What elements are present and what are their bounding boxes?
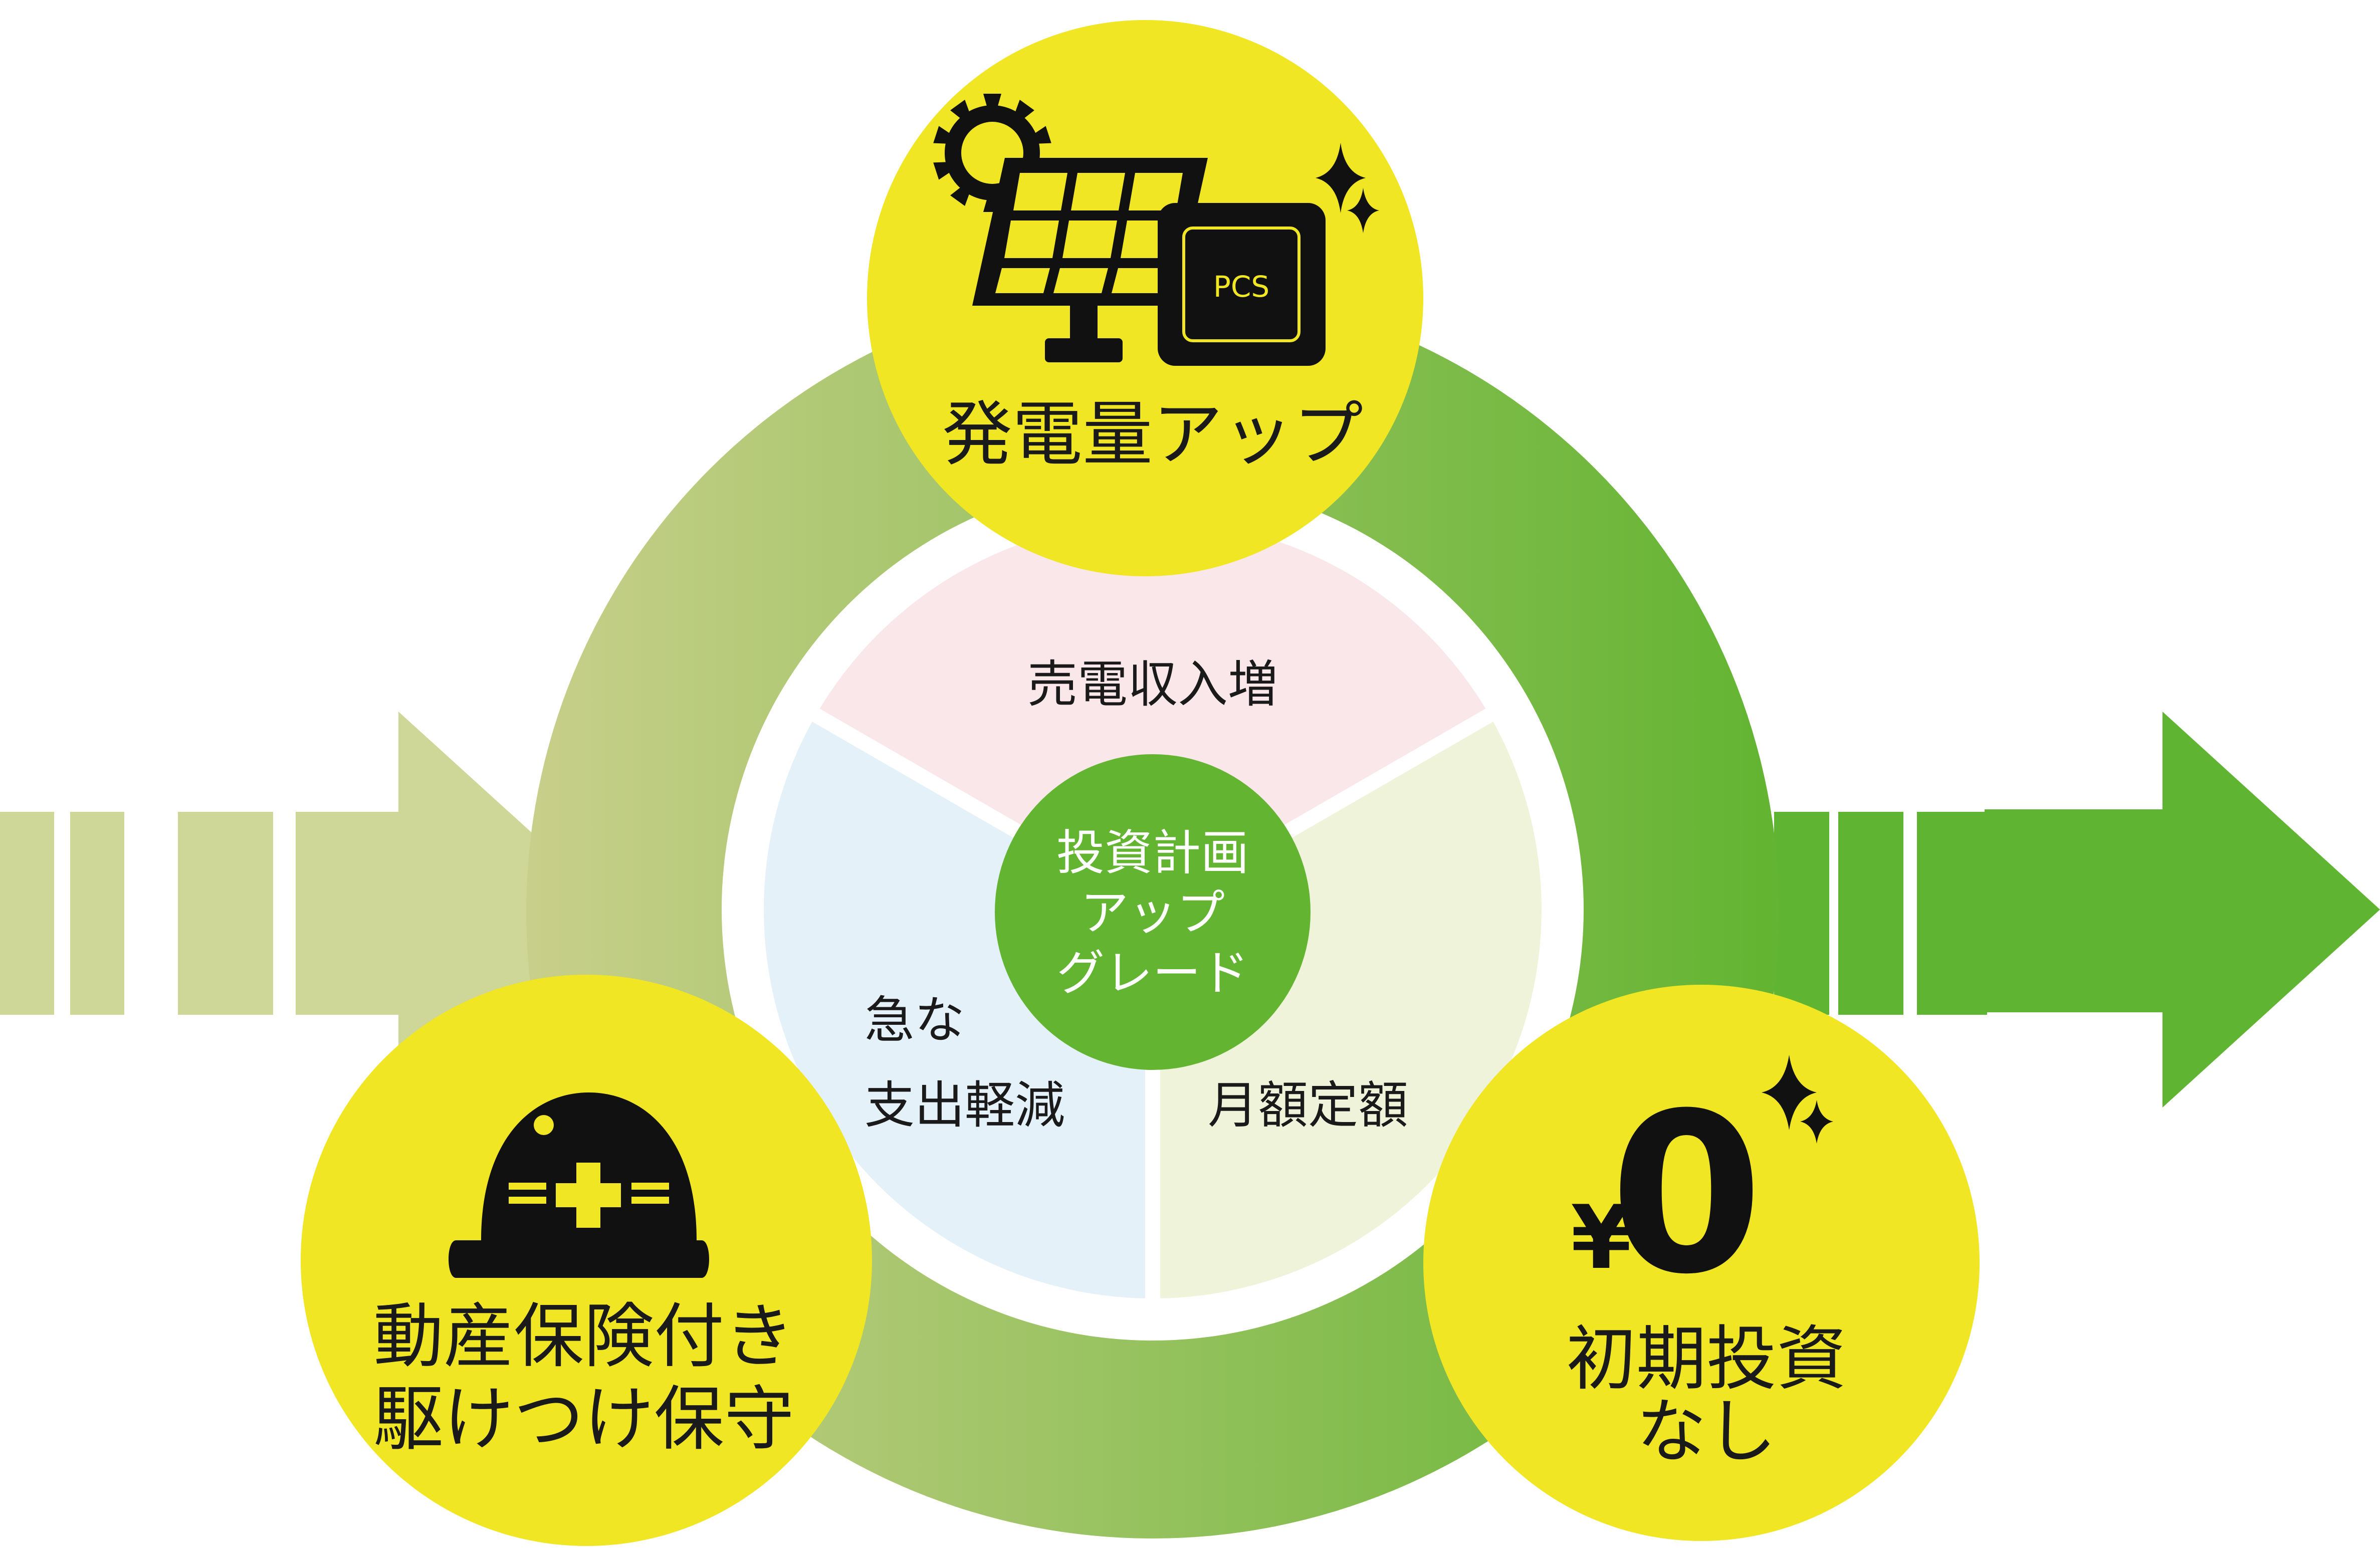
sector-top <box>816 521 1489 910</box>
hub-label-line2: アップ <box>1080 885 1225 941</box>
sector-left-label-line2: 支出軽減 <box>864 1076 1065 1135</box>
center-hub <box>995 754 1311 1070</box>
sector-left-label-line1: 急な <box>864 991 965 1049</box>
yen-zero-icon: ¥ 0 <box>1571 1055 1833 1322</box>
sector-top-label: 売電収入増 <box>1027 655 1278 714</box>
right-arrow <box>1774 712 2380 1107</box>
bubble-right-label-line2: なし <box>1636 1391 1777 1473</box>
hub-label-line1: 投資計画 <box>1056 825 1249 881</box>
pie-sectors <box>764 521 1542 1298</box>
pcs-label: PCS <box>1213 270 1269 304</box>
bubble-right-label-line1: 初期投資 <box>1566 1318 1847 1400</box>
hub-label-line3: グレード <box>1056 945 1249 1001</box>
safety-helmet-icon <box>449 1092 709 1278</box>
bubble-right: ¥ 0 初期投資 なし <box>1423 985 1980 1541</box>
bubble-top-label: 発電量アップ <box>942 394 1363 476</box>
sector-right-label: 月額定額 <box>1208 1076 1408 1135</box>
yen-symbol: ¥ <box>1571 1187 1632 1289</box>
bubble-top: PCS 発電量アップ <box>867 20 1423 576</box>
bubble-left-label-line1: 動産保険付き <box>373 1296 794 1378</box>
bubble-left-label-line2: 駆けつけ保守 <box>373 1379 794 1460</box>
bubble-left: 動産保険付き 駆けつけ保守 <box>301 975 872 1546</box>
solar-panel-pcs-icon: PCS <box>933 94 1379 366</box>
zero-digit: 0 <box>1610 1066 1763 1322</box>
